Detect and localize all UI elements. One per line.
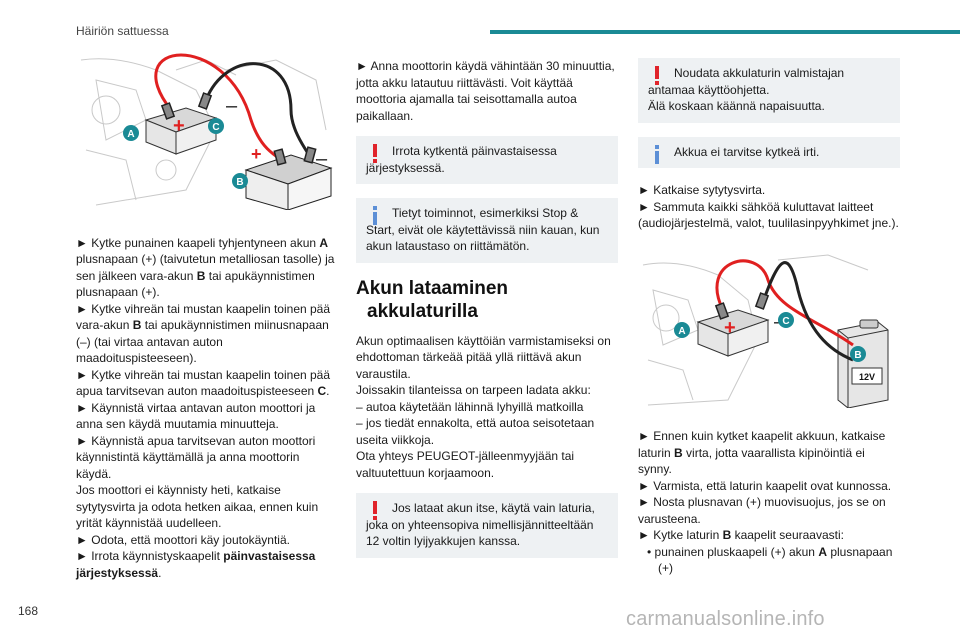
paragraph-contact-dealer: Ota yhteys PEUGEOT-jälleenmyyjään tai va… [356, 449, 575, 480]
svg-text:B: B [854, 350, 861, 361]
svg-text:A: A [678, 326, 685, 337]
list-item: – jos tiedät ennakolta, että autoa seiso… [356, 416, 595, 447]
step-charger-off: ► Ennen kuin kytket kaapelit akkuun, kat… [638, 429, 886, 476]
step-5: ► Käynnistä apua tarvitsevan auton moott… [76, 433, 316, 481]
watermark: carmanualsonline.info [626, 608, 825, 630]
header-accent-bar [490, 30, 960, 34]
step-lift-cover: ► Nosta plusnavan (+) muovisuojus, jos s… [638, 495, 886, 526]
list-item: • punainen pluskaapeli (+) akun A plusna… [647, 544, 893, 576]
svg-text:+: + [173, 115, 185, 137]
info-icon [655, 144, 659, 164]
svg-text:–: – [226, 95, 238, 117]
warning-text: Irrota kytkentä päinvastaisessa järjesty… [366, 144, 557, 175]
step-ignition-off: ► Katkaise sytytysvirta. [638, 183, 766, 197]
svg-text:A: A [127, 129, 134, 140]
info-note-no-disconnect: Akkua ei tarvitse kytkeä irti. [638, 136, 900, 168]
list-item: – autoa käytetään lähinnä lyhyillä matko… [356, 399, 584, 414]
warning-note-disconnect: Irrota kytkentä päinvastaisessa järjesty… [356, 136, 618, 184]
battery-a-icon [144, 107, 218, 155]
svg-text:+: + [251, 144, 262, 164]
info-text: Tietyt toiminnot, esimerkiksi Stop & Sta… [366, 206, 600, 253]
info-icon [373, 206, 377, 225]
svg-text:C: C [782, 316, 789, 327]
svg-text:12V: 12V [859, 372, 875, 382]
svg-text:C: C [212, 122, 219, 133]
step-check-cables: ► Varmista, että laturin kaapelit ovat k… [638, 478, 892, 493]
paragraph-run-engine: ► Anna moottorin käydä vähintään 30 minu… [356, 59, 615, 123]
warning-text: Noudata akkulaturin valmistajan antamaa … [648, 66, 845, 97]
column-middle: ► Anna moottorin käydä vähintään 30 minu… [356, 58, 618, 572]
step-switch-off-consumers: ► Sammuta kaikki sähköä kuluttavat laitt… [638, 199, 899, 231]
warning-icon [655, 66, 659, 85]
charger-illustration: 12V + – A C B [638, 249, 900, 409]
warning-text: Jos lataat akun itse, käytä vain laturia… [366, 501, 595, 548]
info-text: Akkua ei tarvitse kytkeä irti. [674, 144, 820, 159]
warning-note-polarity: Noudata akkulaturin valmistajan antamaa … [638, 58, 900, 123]
warning-icon [373, 501, 377, 520]
warning-text: Älä koskaan käännä napaisuutta. [648, 99, 825, 113]
step-7: ► Odota, että moottori käy joutokäyntiä. [76, 532, 290, 547]
step-4: ► Käynnistä virtaa antavan auton moottor… [76, 400, 316, 432]
column-right: Noudata akkulaturin valmistajan antamaa … [638, 58, 900, 577]
svg-text:–: – [316, 148, 328, 170]
step-connect-charger: ► Kytke laturin B kaapelit seuraavasti: [638, 528, 844, 542]
paragraph-situations: Joissakin tilanteissa on tarpeen ladata … [356, 383, 591, 397]
step-1: ► Kytke punainen kaapeli tyhjentyneen ak… [76, 235, 335, 300]
info-note-stop-start: Tietyt toiminnot, esimerkiksi Stop & Sta… [356, 198, 618, 263]
step-3: ► Kytke vihreän tai mustan kaapelin toin… [76, 367, 331, 399]
jump-start-illustration: + + – – A C B [76, 50, 338, 232]
battery-charger-icon: 12V [837, 319, 889, 409]
svg-text:B: B [236, 177, 243, 188]
step-6: Jos moottori ei käynnisty heti, katkaise… [76, 483, 319, 530]
paragraph-battery-life: Akun optimaalisen käyttöiän varmistamise… [356, 333, 611, 381]
svg-text:+: + [724, 317, 736, 339]
page-header-title: Häiriön sattuessa [76, 24, 169, 38]
page-number: 168 [18, 604, 39, 618]
warning-note-charger: Jos lataat akun itse, käytä vain laturia… [356, 493, 618, 558]
warning-icon [373, 144, 377, 163]
column-left: + + – – A C B ► Kytke punainen kaapeli t… [76, 50, 338, 581]
step-8: ► Irrota käynnistyskaapelit päinvastaise… [76, 549, 316, 580]
step-2: ► Kytke vihreän tai mustan kaapelin toin… [76, 301, 331, 366]
